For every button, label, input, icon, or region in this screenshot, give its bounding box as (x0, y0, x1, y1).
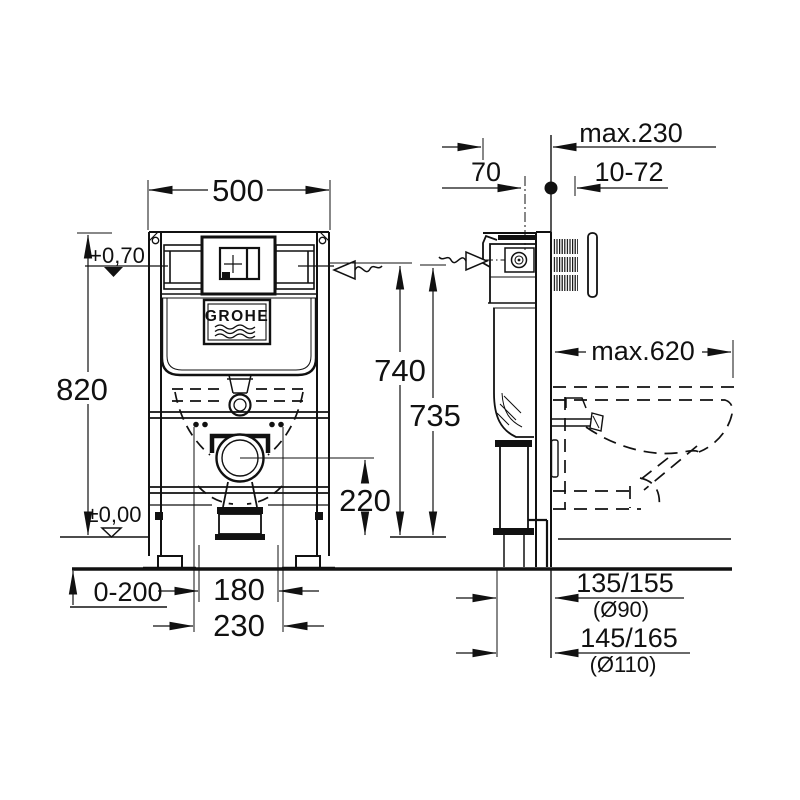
flush-valve (227, 374, 253, 417)
dim-supply-height: 740 (330, 262, 426, 536)
water-supply-arrow-left-icon (332, 259, 383, 281)
dimension-dot (544, 181, 558, 195)
frame-height-label: 735 (409, 398, 461, 433)
supply-height-label: 740 (374, 353, 426, 388)
front-height-label: 820 (56, 372, 108, 407)
brand-logo-text: GROHE (205, 308, 269, 325)
front-width-label: 500 (212, 173, 264, 208)
dim-floor-range: 0-200 (68, 570, 167, 608)
flush-bend-pipe (493, 392, 549, 567)
datum-triangle-icon (104, 267, 123, 277)
frame-feet (143, 555, 335, 570)
fixing-spacing-label: 180 (213, 572, 265, 607)
dim-outlet1: 135/155 (Ø90) (456, 568, 684, 657)
floor-range-label: 0-200 (93, 577, 162, 607)
frame-rails (148, 231, 330, 556)
outlet1-dia-label: (Ø90) (593, 597, 649, 622)
front-max-label: max.230 (579, 118, 683, 148)
finish-range-label: 10-72 (594, 157, 663, 187)
dim-finish-range: 10-72 (574, 157, 668, 196)
bowl-depth-label: max.620 (591, 336, 695, 366)
supply-offset-label: 70 (471, 157, 501, 187)
datum-triangle-open-icon (100, 527, 123, 539)
cross-rails (149, 411, 329, 506)
outlet-spacing-label: 230 (213, 608, 265, 643)
floor-lines (60, 536, 732, 571)
hanger-brackets (163, 244, 315, 290)
outlet1-label: 135/155 (576, 568, 674, 598)
level-floor-label: ±0,00 (87, 502, 142, 527)
actuation-plate (587, 232, 598, 298)
front-view: GROHE (143, 231, 335, 570)
hanger-stud (551, 412, 604, 432)
dim-outlet2: 145/165 (Ø110) (456, 623, 690, 677)
drain-height-label: 220 (339, 483, 391, 518)
dim-supply-offset: 70 (442, 157, 558, 195)
dim-front-width: 500 (147, 173, 331, 230)
brand-logo-plate: GROHE (202, 298, 272, 346)
level-top-label: +0,70 (89, 243, 145, 268)
cistern-tank (160, 293, 318, 377)
dimensions: 500 820 +0,70 ±0,00 220 (56, 118, 734, 677)
supply-arrows (332, 250, 489, 281)
pan-outline-dashed (172, 388, 308, 505)
cistern-profile (482, 176, 536, 393)
dim-fixing-spacing: 180 230 (153, 427, 324, 643)
outlet2-dia-label: (Ø110) (590, 652, 657, 677)
logo-wave-icon (214, 324, 256, 339)
water-supply-arrow-right-icon (438, 250, 489, 272)
frame-profile-bar (535, 231, 559, 567)
pan-fixing-bracket (565, 397, 587, 409)
side-view (482, 135, 734, 658)
dim-frame-height: 735 (409, 264, 461, 536)
level-mark-floor: ±0,00 (87, 502, 142, 539)
outlet2-label: 145/165 (580, 623, 678, 653)
dim-front-max: max.230 (442, 118, 716, 160)
level-mark-top: +0,70 (85, 243, 334, 277)
wall-hatch-block (553, 239, 578, 291)
inspection-box (200, 235, 277, 296)
dim-drain-height: 220 (240, 457, 391, 536)
dim-bowl-depth: max.620 (554, 336, 734, 378)
dim-front-height: 820 (56, 232, 112, 536)
toilet-bowl-dashed (553, 386, 734, 510)
